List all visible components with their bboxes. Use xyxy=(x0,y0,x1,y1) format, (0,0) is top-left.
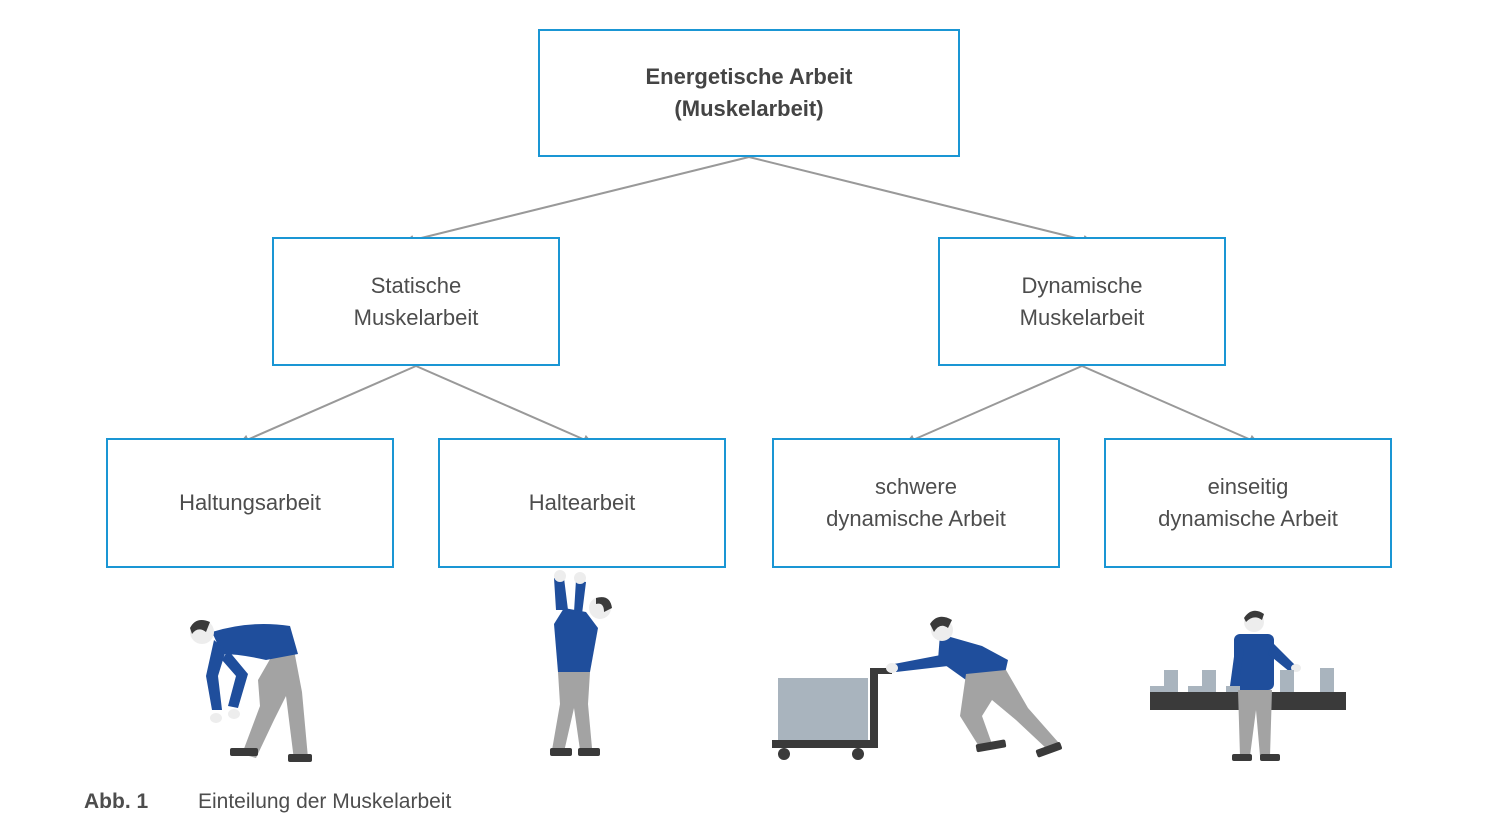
overhead-holding-worker-illustration xyxy=(550,570,612,756)
edge-root-statisch xyxy=(404,156,750,245)
node-label-line2: (Muskelarbeit) xyxy=(674,96,824,121)
node-haltearbeit: Haltearbeit xyxy=(438,438,726,568)
figure-number: Abb. 1 xyxy=(84,790,149,813)
edge-root-dynamisch xyxy=(748,156,1093,245)
edge-dynamisch-schwer xyxy=(905,365,1083,444)
cart-pushing-worker-illustration xyxy=(772,616,1062,760)
node-label-line2: Muskelarbeit xyxy=(1019,304,1145,330)
node-dynamische-muskelarbeit: Dynamische Muskelarbeit xyxy=(938,237,1226,366)
edge-statisch-haltung xyxy=(239,365,417,444)
bending-worker-illustration xyxy=(190,620,312,762)
node-statische-muskelarbeit: Statische Muskelarbeit xyxy=(272,237,560,366)
edge-dynamisch-einseitig xyxy=(1081,365,1259,444)
figure-caption-text: Einteilung der Muskelarbeit xyxy=(198,790,452,813)
node-haltungsarbeit: Haltungsarbeit xyxy=(106,438,394,568)
node-label-line1: schwere xyxy=(875,474,957,499)
node-label-line1: Energetische Arbeit xyxy=(645,64,853,89)
node-label-line1: Statische xyxy=(370,272,462,298)
node-schwere-dynamische-arbeit: schwere dynamische Arbeit xyxy=(772,438,1060,568)
node-energetische-arbeit: Energetische Arbeit (Muskelarbeit) xyxy=(538,29,960,157)
node-label-line2: dynamische Arbeit xyxy=(1158,506,1338,531)
figure-caption: Abb. 1 Einteilung der Muskelarbeit xyxy=(84,790,451,814)
node-label-line1: Dynamische xyxy=(1021,272,1143,298)
assembly-line-worker-illustration xyxy=(1150,610,1346,761)
node-label-line1: Haltearbeit xyxy=(528,490,636,515)
node-label-line2: dynamische Arbeit xyxy=(826,506,1006,531)
node-label-line1: einseitig xyxy=(1207,474,1289,499)
node-label-line2: Muskelarbeit xyxy=(353,304,479,330)
node-label-line1: Haltungsarbeit xyxy=(179,490,321,515)
node-einseitig-dynamische-arbeit: einseitig dynamische Arbeit xyxy=(1104,438,1392,568)
edge-statisch-halte xyxy=(415,365,593,444)
